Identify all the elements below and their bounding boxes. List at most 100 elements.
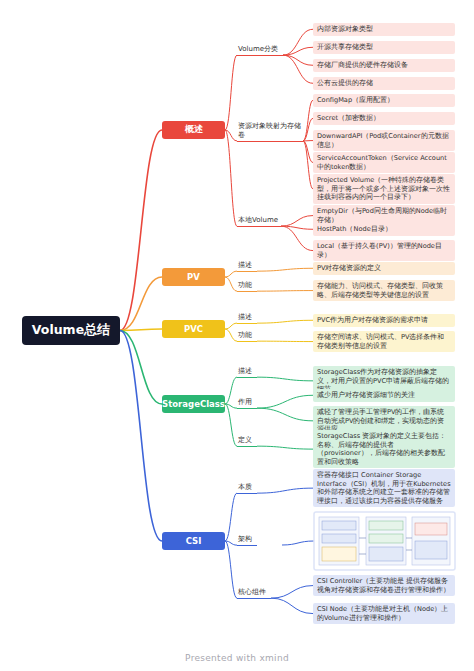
sub-topic: 描述: [237, 261, 257, 272]
branch-connector: [303, 100, 313, 141]
leaf-topic: 容器存储接口 Container Storage Interface（CSI）机…: [313, 469, 455, 507]
sub-topic: 功能: [237, 281, 257, 292]
branch-connector: [303, 118, 313, 141]
topic-text: PV对存储资源的定义: [317, 264, 382, 272]
topic-text: 架构: [238, 535, 252, 543]
topic-text: 描述: [238, 261, 252, 269]
branch-connector: [225, 323, 237, 329]
sub-topic: 本质: [237, 483, 257, 494]
branch-connector: [120, 331, 162, 542]
topic-text: 描述: [238, 313, 252, 321]
topic-text: 存储空间请求、访问模式、PV选择条件和存储类别等信息的设置: [317, 333, 445, 350]
leaf-topic: CSI Node（主要功能是对主机（Node）上的Volume进行管理和操作）: [313, 603, 455, 624]
topic-text: PVC: [184, 324, 203, 334]
watermark: Presented with xmind: [0, 653, 474, 663]
branch-connector: [225, 404, 237, 446]
topic-text: 本质: [238, 483, 252, 491]
topic-text: 本地Volume: [238, 216, 278, 224]
main-topic: StorageClass: [162, 395, 225, 413]
branch-connector: [120, 130, 162, 331]
branch-connector: [225, 271, 237, 277]
leaf-topic: 内部资源对象类型: [313, 23, 455, 36]
topic-text: ConfigMap（应用配置）: [317, 96, 394, 104]
branch-connector: [257, 290, 313, 292]
topic-text: Secret（加密数据）: [317, 114, 380, 122]
leaf-topic: CSI Controller（主要功能是 提供存储服务视角对存储资源和存储卷进行…: [313, 575, 455, 596]
branch-connector: [225, 377, 237, 404]
branch-connector: [120, 329, 162, 331]
branch-connector: [257, 446, 313, 449]
sub-topic: 本地Volume: [237, 216, 281, 227]
branch-connector: [257, 341, 313, 342]
sub-topic: 资源对象映射为存储卷: [237, 122, 303, 142]
topic-text: 内部资源对象类型: [317, 25, 373, 33]
leaf-topic: Local（基于持久卷(PV)）管理的Node目录）: [313, 240, 455, 261]
branch-connector: [225, 329, 237, 341]
branch-connector: [257, 408, 313, 421]
topic-text: HostPath（Node目录）: [317, 225, 392, 233]
topic-text: 功能: [238, 281, 252, 289]
branch-connector: [303, 141, 313, 189]
topic-text: StorageClass 资源对象的定义主要包括：名称、后端存储的提供者（pro…: [317, 432, 446, 466]
leaf-topic: Secret（加密数据）: [313, 112, 455, 125]
leaf-topic: 减少用户对存储资源细节的关注: [313, 389, 455, 402]
branch-connector: [283, 55, 313, 83]
branch-connector: [283, 47, 313, 55]
leaf-topic: HostPath（Node目录）: [313, 223, 455, 236]
topic-text: 概述: [185, 124, 203, 136]
branch-connector: [120, 277, 162, 331]
topic-text: ServiceAccountToken（Service Account中的tok…: [317, 154, 447, 171]
leader-line: [282, 541, 314, 545]
topic-text: 定义: [238, 436, 252, 444]
branch-connector: [225, 493, 237, 541]
branch-connector: [257, 488, 313, 493]
topic-text: EmptyDir（与Pod同生命周期的Node临时存储）: [317, 207, 447, 224]
leaf-topic: Projected Volume（一种特殊的存储卷类型，用于将一个或多个上述资源…: [313, 174, 455, 204]
branch-connector: [257, 268, 313, 271]
sub-topic: 作用: [237, 398, 257, 409]
branch-connector: [271, 586, 313, 599]
leaf-topic: ServiceAccountToken（Service Account中的tok…: [313, 152, 455, 173]
leaf-topic: 存储能力、访问模式、存储类型、回收策略、后端存储类型等关键信息的设置: [313, 280, 455, 301]
sub-topic: 功能: [237, 331, 257, 342]
topic-text: 开源共享存储类型: [317, 43, 373, 51]
topic-text: Projected Volume（一种特殊的存储卷类型，用于将一个或多个上述资源…: [317, 176, 450, 201]
topic-text: PV: [187, 272, 200, 282]
leaf-topic: DownwardAPI（Pod或Container的元数据信息）: [313, 130, 455, 151]
topic-text: 描述: [238, 367, 252, 375]
topic-text: StorageClass: [162, 399, 225, 409]
topic-text: DownwardAPI（Pod或Container的元数据信息）: [317, 132, 449, 149]
topic-text: CSI Node（主要功能是对主机（Node）上的Volume进行管理和操作）: [317, 605, 448, 622]
topic-text: 作用: [238, 398, 252, 406]
topic-text: 资源对象映射为存储卷: [238, 122, 301, 139]
main-topic: PVC: [162, 320, 225, 338]
topic-text: CSI: [186, 536, 202, 546]
sub-topic: 核心组件: [237, 588, 271, 599]
branch-connector: [271, 598, 313, 613]
leaf-topic: PVC作为用户对存储资源的需求申请: [313, 314, 455, 327]
topic-text: Volume总结: [32, 322, 110, 339]
architecture-illustration: [314, 512, 455, 570]
leaf-topic: ConfigMap（应用配置）: [313, 94, 455, 107]
main-topic: CSI: [162, 532, 225, 550]
branch-connector: [225, 541, 237, 598]
leaf-topic: 开源共享存储类型: [313, 41, 455, 54]
branch-connector: [283, 29, 313, 55]
topic-text: 功能: [238, 331, 252, 339]
topic-text: CSI Controller（主要功能是 提供存储服务视角对存储资源和存储卷进行…: [317, 577, 450, 594]
topic-text: 存储能力、访问模式、存储类型、回收策略、后端存储类型等关键信息的设置: [317, 282, 443, 299]
branch-connector: [225, 55, 237, 130]
topic-text: 公有云提供的存储: [317, 79, 373, 87]
sub-topic: 定义: [237, 436, 257, 447]
main-topic: 概述: [162, 121, 225, 139]
topic-text: PVC作为用户对存储资源的需求申请: [317, 316, 428, 324]
leaf-topic: 公有云提供的存储: [313, 77, 455, 90]
sub-topic: 描述: [237, 367, 257, 378]
leaf-topic: StorageClass 资源对象的定义主要包括：名称、后端存储的提供者（pro…: [313, 430, 455, 468]
branch-connector: [257, 320, 313, 323]
leaf-topic: PV对存储资源的定义: [313, 262, 455, 275]
branch-connector: [257, 395, 313, 408]
root-topic: Volume总结: [22, 316, 120, 345]
branch-connector: [281, 226, 313, 250]
topic-text: 存储厂商提供的硬件存储设备: [317, 61, 408, 69]
